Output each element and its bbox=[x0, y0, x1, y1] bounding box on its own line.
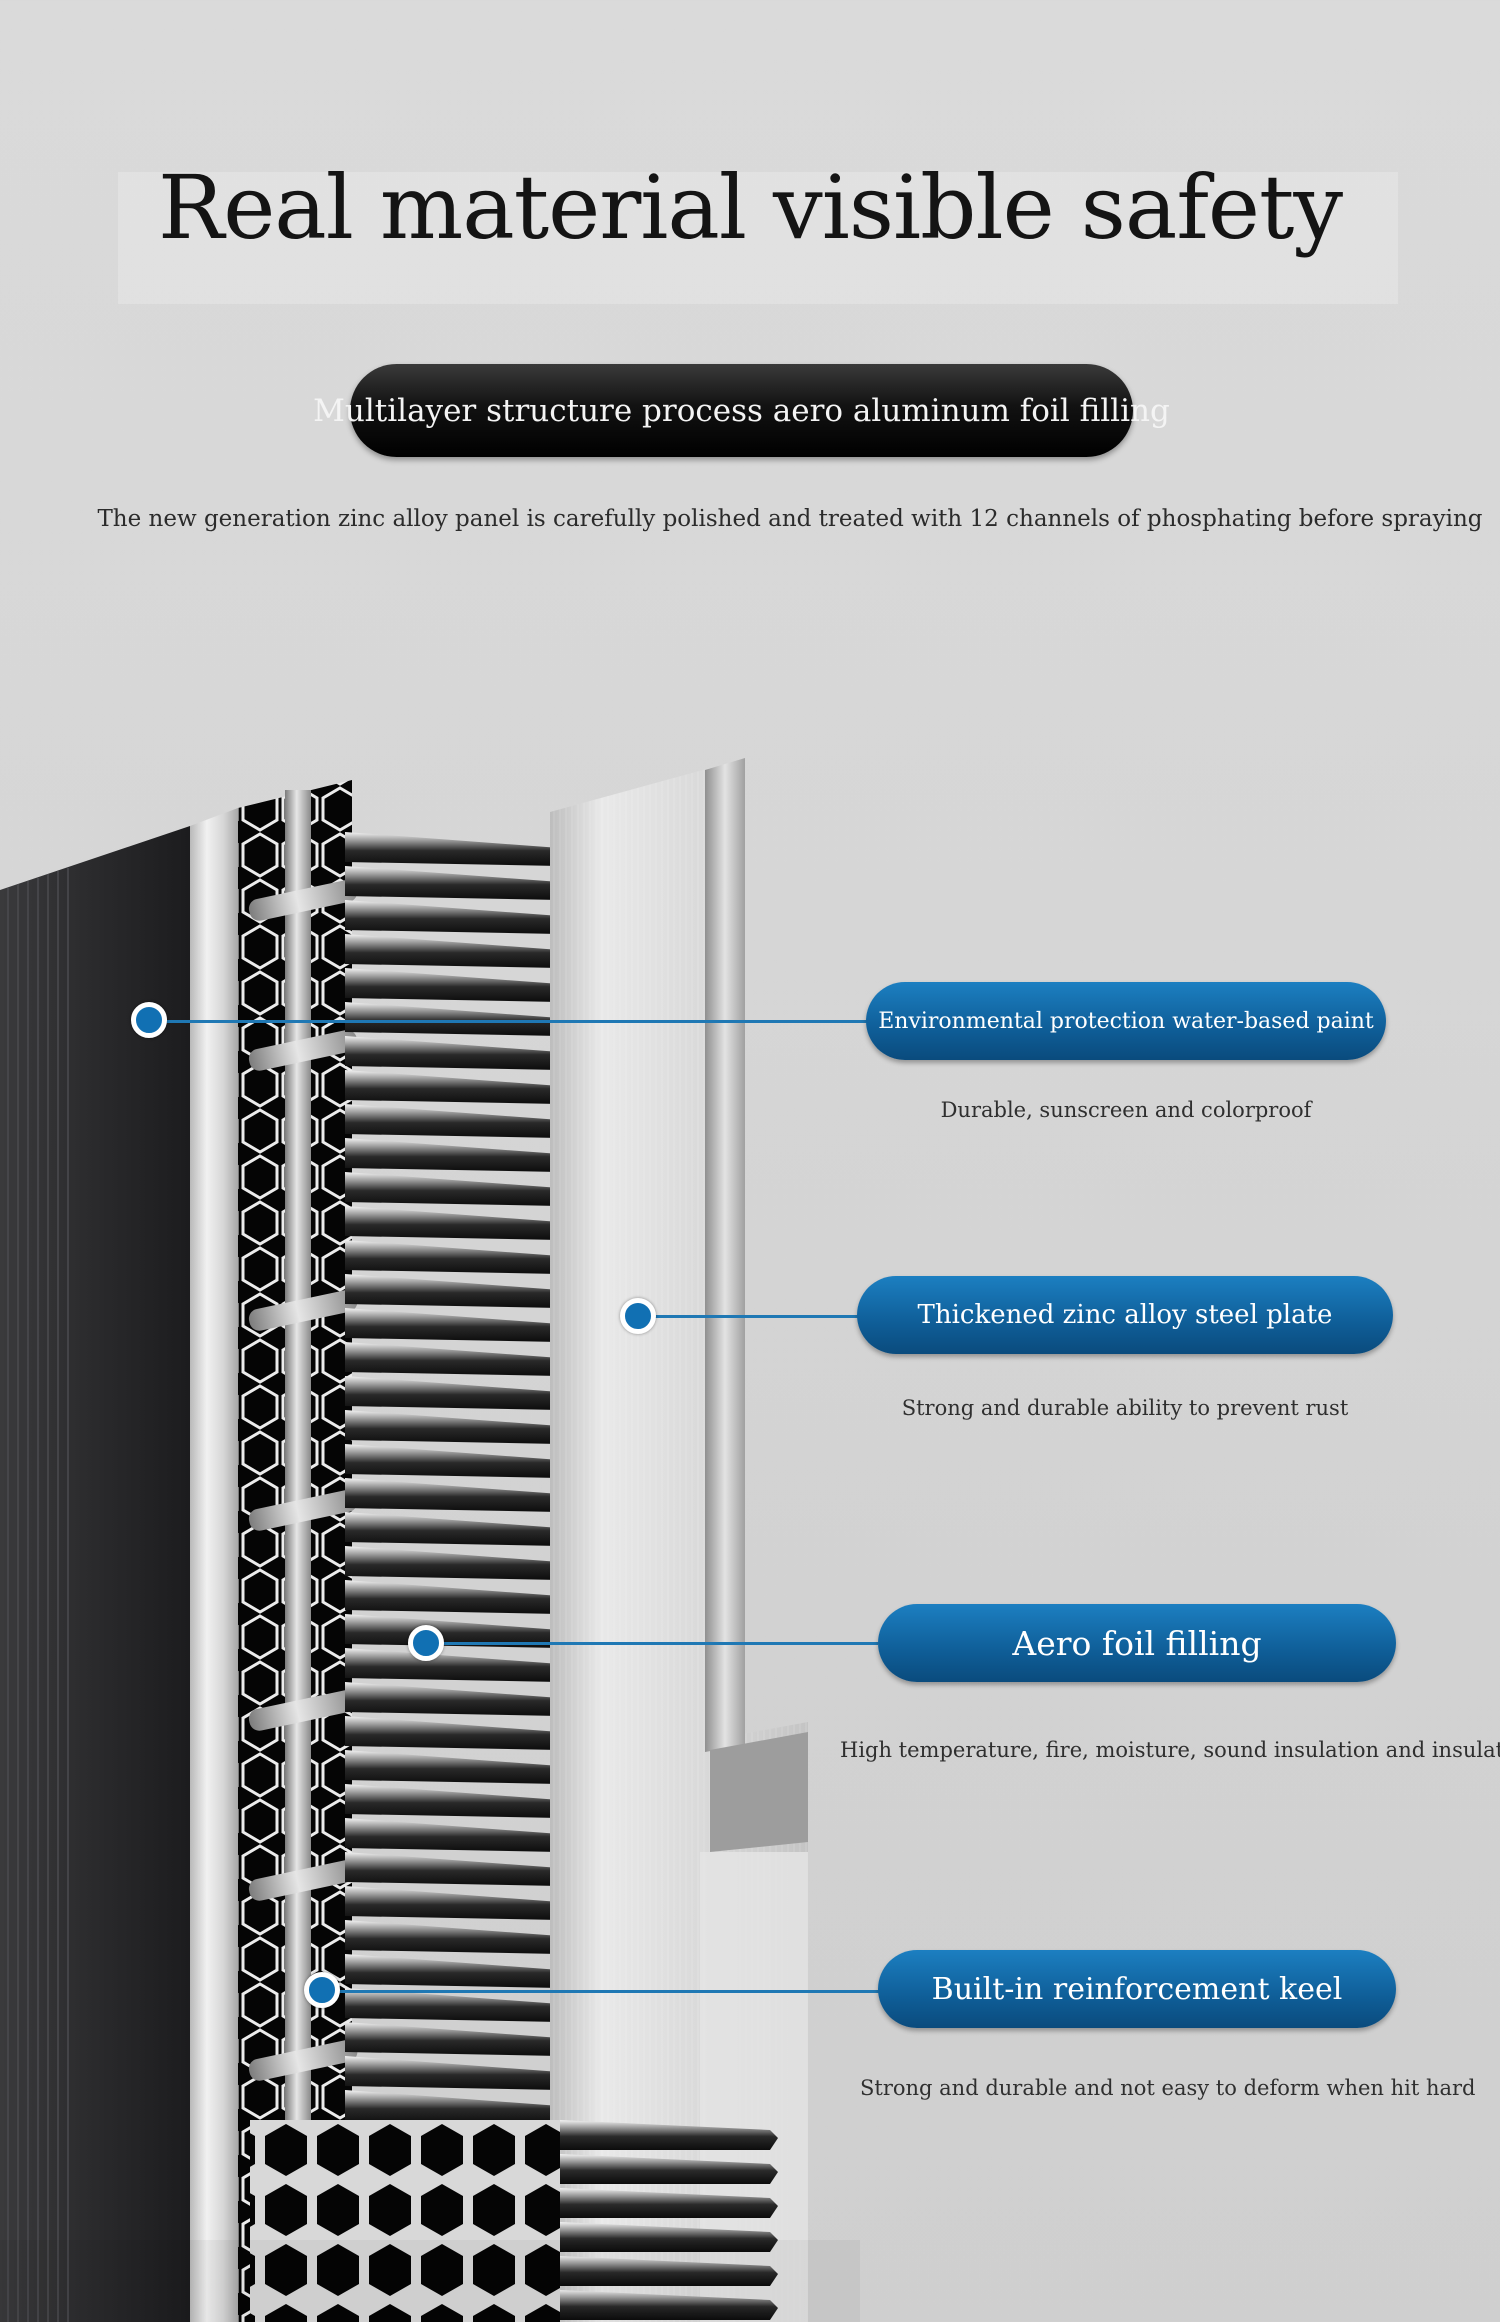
callout-3-description: High temperature, fire, moisture, sound … bbox=[840, 1738, 1500, 1762]
callout-1-pill: Environmental protection water-based pai… bbox=[866, 982, 1386, 1060]
aero-foil-fin bbox=[345, 1444, 565, 1478]
aero-foil-fin bbox=[345, 2056, 565, 2090]
aero-foil-fin bbox=[345, 1954, 565, 1988]
aero-foil-fin bbox=[345, 1614, 565, 1648]
callout-1-leader-line bbox=[148, 1020, 868, 1023]
aero-foil-fin bbox=[345, 1070, 565, 1104]
title-background-band bbox=[118, 172, 1398, 304]
aero-foil-fin bbox=[345, 1886, 565, 1920]
aero-foil-fin bbox=[345, 1036, 565, 1070]
aero-foil-fin bbox=[345, 1376, 565, 1410]
callout-3-pill: Aero foil filling bbox=[878, 1604, 1396, 1682]
aero-foil-fin-lower bbox=[560, 2290, 778, 2320]
aero-foil-fin-lower bbox=[560, 2154, 778, 2184]
page-title: Real material visible safety bbox=[157, 156, 1343, 259]
door-cross-section-illustration bbox=[0, 758, 860, 2322]
aero-foil-fin bbox=[345, 1478, 565, 1512]
callout-3-leader-line bbox=[430, 1642, 878, 1645]
aero-foil-fin bbox=[345, 1716, 565, 1750]
callout-4-marker-dot bbox=[304, 1972, 340, 2008]
aero-foil-fin bbox=[345, 1512, 565, 1546]
aero-foil-fin bbox=[345, 866, 565, 900]
callout-2-pill: Thickened zinc alloy steel plate bbox=[857, 1276, 1393, 1354]
callout-4-leader-line bbox=[324, 1990, 880, 1993]
subtitle-text: Multilayer structure process aero alumin… bbox=[313, 392, 1170, 429]
aero-foil-fin bbox=[345, 2090, 565, 2124]
aero-foil-fin bbox=[345, 1784, 565, 1818]
aero-foil-fin bbox=[345, 1580, 565, 1614]
aero-foil-fin bbox=[345, 1240, 565, 1274]
aero-foil-fin-lower bbox=[560, 2120, 778, 2150]
aero-foil-fin bbox=[345, 1104, 565, 1138]
aero-foil-fin bbox=[345, 1818, 565, 1852]
aero-foil-fin bbox=[345, 1750, 565, 1784]
aero-foil-fin bbox=[345, 1274, 565, 1308]
aero-foil-fin bbox=[345, 2022, 565, 2056]
aero-foil-fin bbox=[345, 1546, 565, 1580]
aero-foil-fin bbox=[345, 1920, 565, 1954]
aero-foil-fin bbox=[345, 1342, 565, 1376]
aero-foil-fin-lower bbox=[560, 2188, 778, 2218]
callout-1-label: Environmental protection water-based pai… bbox=[878, 1008, 1374, 1034]
callout-4-description: Strong and durable and not easy to defor… bbox=[860, 2076, 1476, 2100]
callout-2-marker-dot bbox=[620, 1298, 656, 1334]
aero-foil-fin bbox=[345, 934, 565, 968]
callout-4-pill: Built-in reinforcement keel bbox=[878, 1950, 1396, 2028]
aero-foil-fin bbox=[345, 1002, 565, 1036]
callout-3-marker-dot bbox=[408, 1625, 444, 1661]
callout-1-description: Durable, sunscreen and colorproof bbox=[940, 1098, 1312, 1122]
intro-text: The new generation zinc alloy panel is c… bbox=[97, 506, 1483, 532]
callout-3-label: Aero foil filling bbox=[1012, 1623, 1262, 1663]
aero-foil-fin bbox=[345, 1682, 565, 1716]
aero-foil-fin bbox=[345, 1172, 565, 1206]
aero-foil-fin bbox=[345, 1308, 565, 1342]
callout-2-label: Thickened zinc alloy steel plate bbox=[917, 1300, 1333, 1330]
aero-foil-fin bbox=[345, 1206, 565, 1240]
aero-foil-fin bbox=[345, 1852, 565, 1886]
aero-foil-fin bbox=[345, 968, 565, 1002]
aero-foil-fin bbox=[345, 1410, 565, 1444]
callout-2-description: Strong and durable ability to prevent ru… bbox=[901, 1396, 1349, 1420]
aero-foil-fin-lower bbox=[560, 2256, 778, 2286]
callout-1-marker-dot bbox=[131, 1002, 167, 1038]
callout-2-leader-line bbox=[640, 1315, 862, 1318]
aero-foil-fin bbox=[345, 1988, 565, 2022]
aero-foil-fin bbox=[345, 832, 565, 866]
callout-4-label: Built-in reinforcement keel bbox=[931, 1971, 1343, 2007]
aero-foil-fin bbox=[345, 900, 565, 934]
aero-foil-fin-lower bbox=[560, 2222, 778, 2252]
aero-foil-fin bbox=[345, 1648, 565, 1682]
subtitle-pill: Multilayer structure process aero alumin… bbox=[313, 364, 1170, 457]
aero-foil-fin bbox=[345, 1138, 565, 1172]
